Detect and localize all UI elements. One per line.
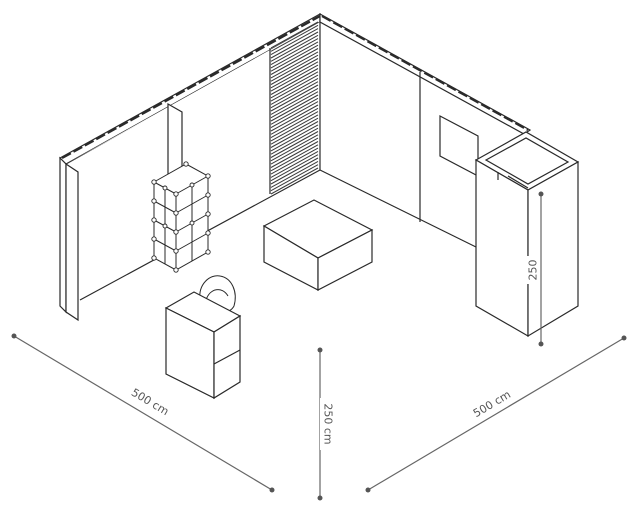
dim-label-right-group: 500 cm	[467, 384, 517, 424]
slat	[270, 87, 319, 115]
slat	[270, 160, 319, 188]
slat	[270, 28, 319, 56]
slat	[270, 117, 319, 145]
shelving-joints	[151, 161, 211, 273]
slat	[270, 121, 319, 148]
center-table	[262, 199, 374, 291]
dim-line-left	[13, 335, 273, 491]
slat	[270, 41, 319, 69]
slat	[270, 127, 319, 155]
cube-shelving	[153, 163, 209, 271]
slat	[270, 111, 319, 139]
slat	[270, 51, 319, 79]
slat	[270, 164, 319, 192]
slat	[270, 147, 319, 175]
slatwall-panel	[270, 21, 319, 195]
dim-label-height-group: 250 cm	[320, 398, 336, 450]
slat	[270, 38, 319, 66]
cabin-front-right	[527, 160, 579, 338]
slat	[270, 154, 319, 182]
slat	[270, 137, 319, 165]
slat	[270, 21, 319, 49]
dimension-endpoints	[11, 191, 627, 501]
slat	[270, 101, 319, 129]
slat	[270, 74, 319, 102]
slat	[270, 104, 319, 132]
dim-label-height: 250 cm	[322, 403, 335, 444]
slat	[270, 107, 319, 135]
slat	[270, 58, 319, 85]
slat	[270, 134, 319, 162]
slat	[270, 97, 319, 125]
slat	[270, 44, 319, 72]
slat	[270, 77, 319, 105]
slat	[270, 141, 319, 168]
slat	[270, 150, 319, 178]
slat	[270, 68, 319, 95]
dim-line-right	[367, 337, 625, 491]
slat	[270, 54, 319, 82]
slat	[270, 81, 319, 109]
slat	[270, 71, 319, 99]
slat	[270, 167, 319, 195]
dim-label-cabin: 250	[527, 260, 540, 281]
slat	[270, 48, 319, 75]
slat	[270, 114, 319, 142]
dim-label-cabin-group: 250	[526, 256, 540, 284]
slat	[270, 94, 319, 122]
cabin-inner	[484, 137, 570, 185]
dimension-lines	[13, 194, 625, 498]
slat	[270, 34, 319, 62]
slat	[270, 144, 319, 172]
slat	[270, 124, 319, 152]
slat	[270, 31, 319, 59]
slat	[270, 131, 319, 158]
counter	[164, 291, 242, 400]
wall-top-edges	[61, 14, 529, 160]
slat	[270, 61, 319, 89]
slat	[270, 157, 319, 185]
left-end-panel-front	[65, 162, 79, 322]
slat	[270, 64, 319, 92]
wall-picture	[439, 115, 479, 177]
slat	[270, 84, 319, 112]
left-end-panel	[59, 156, 67, 314]
table-right-face	[317, 229, 373, 291]
storage-cabin	[474, 131, 580, 338]
slat	[270, 24, 319, 52]
slat	[270, 91, 319, 119]
dim-label-left-group: 500 cm	[125, 382, 175, 422]
right-wall-base	[319, 169, 479, 249]
left-wall-face	[66, 22, 320, 262]
cabin-front-left	[475, 158, 529, 338]
